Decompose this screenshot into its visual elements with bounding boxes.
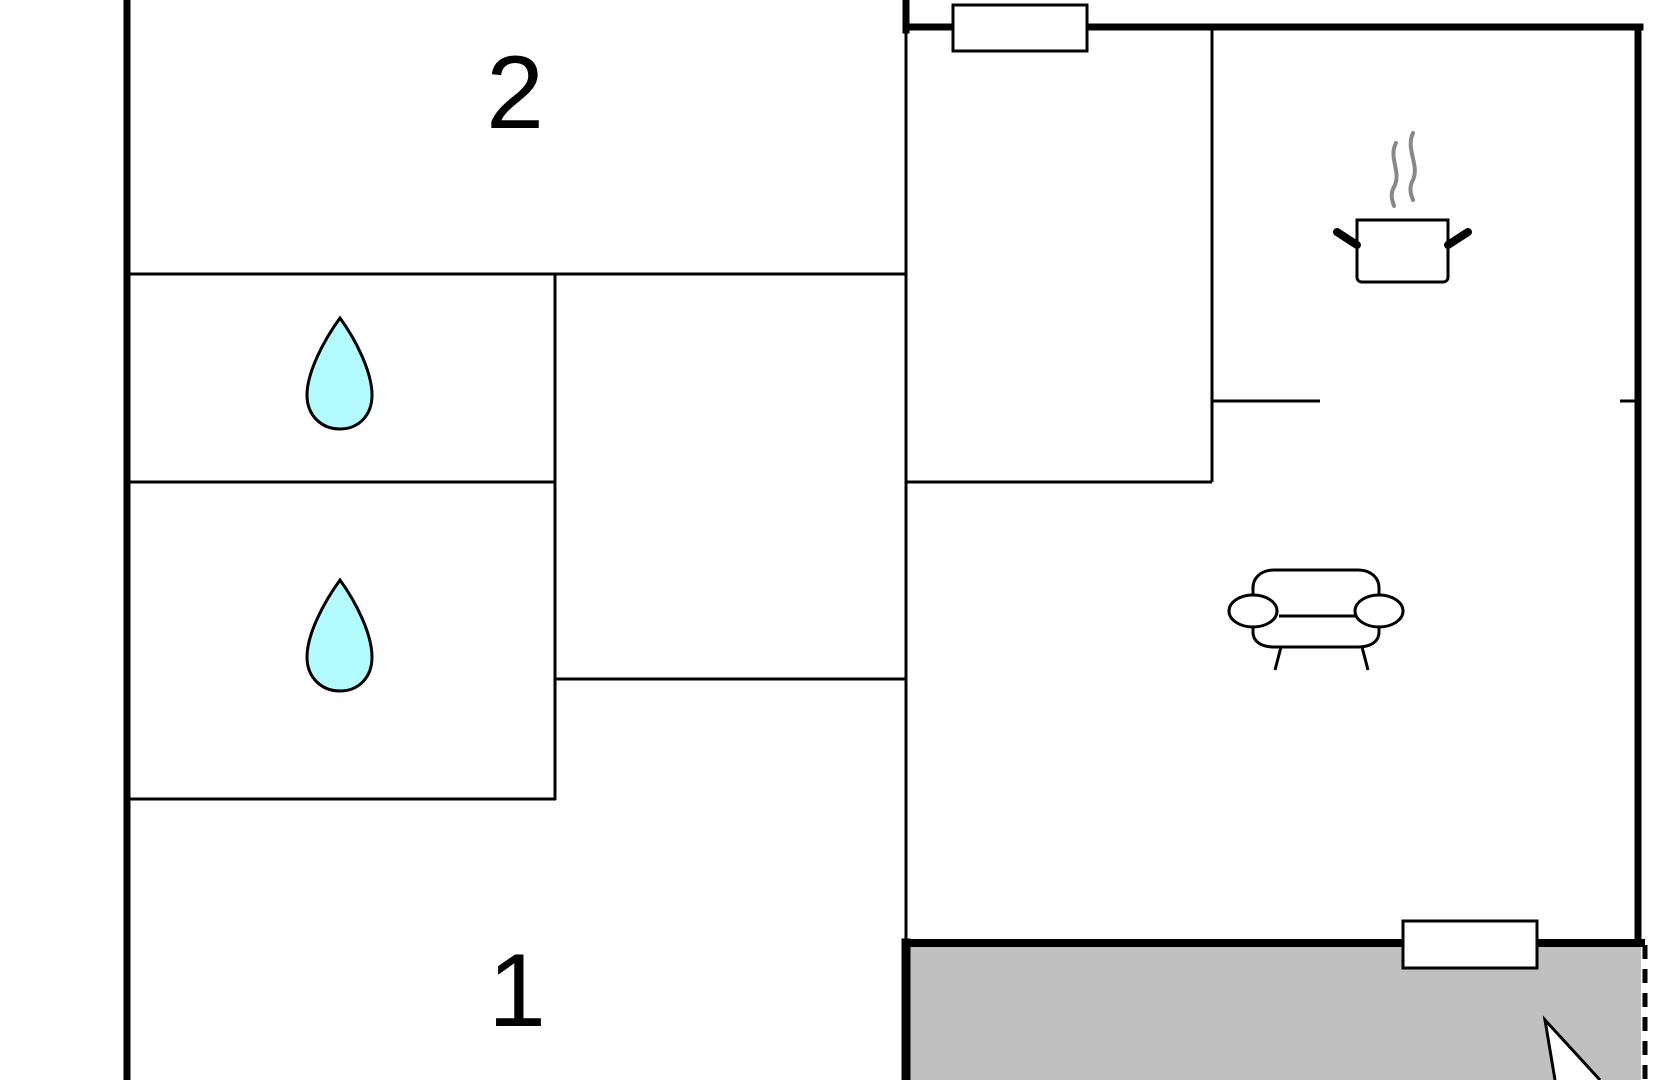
water-drop-icon [305,577,374,693]
interior-walls [127,30,1638,943]
bedroom-1-label: 1 [488,933,546,1049]
water-drop-icon [305,315,374,431]
window-bottom [1401,919,1539,970]
bedroom-2-label: 2 [486,35,544,151]
cooking-pot-icon [1333,131,1472,284]
window-top [951,3,1089,53]
sofa-icon [1227,568,1405,671]
entrance-arrow-icon [1542,1015,1602,1080]
